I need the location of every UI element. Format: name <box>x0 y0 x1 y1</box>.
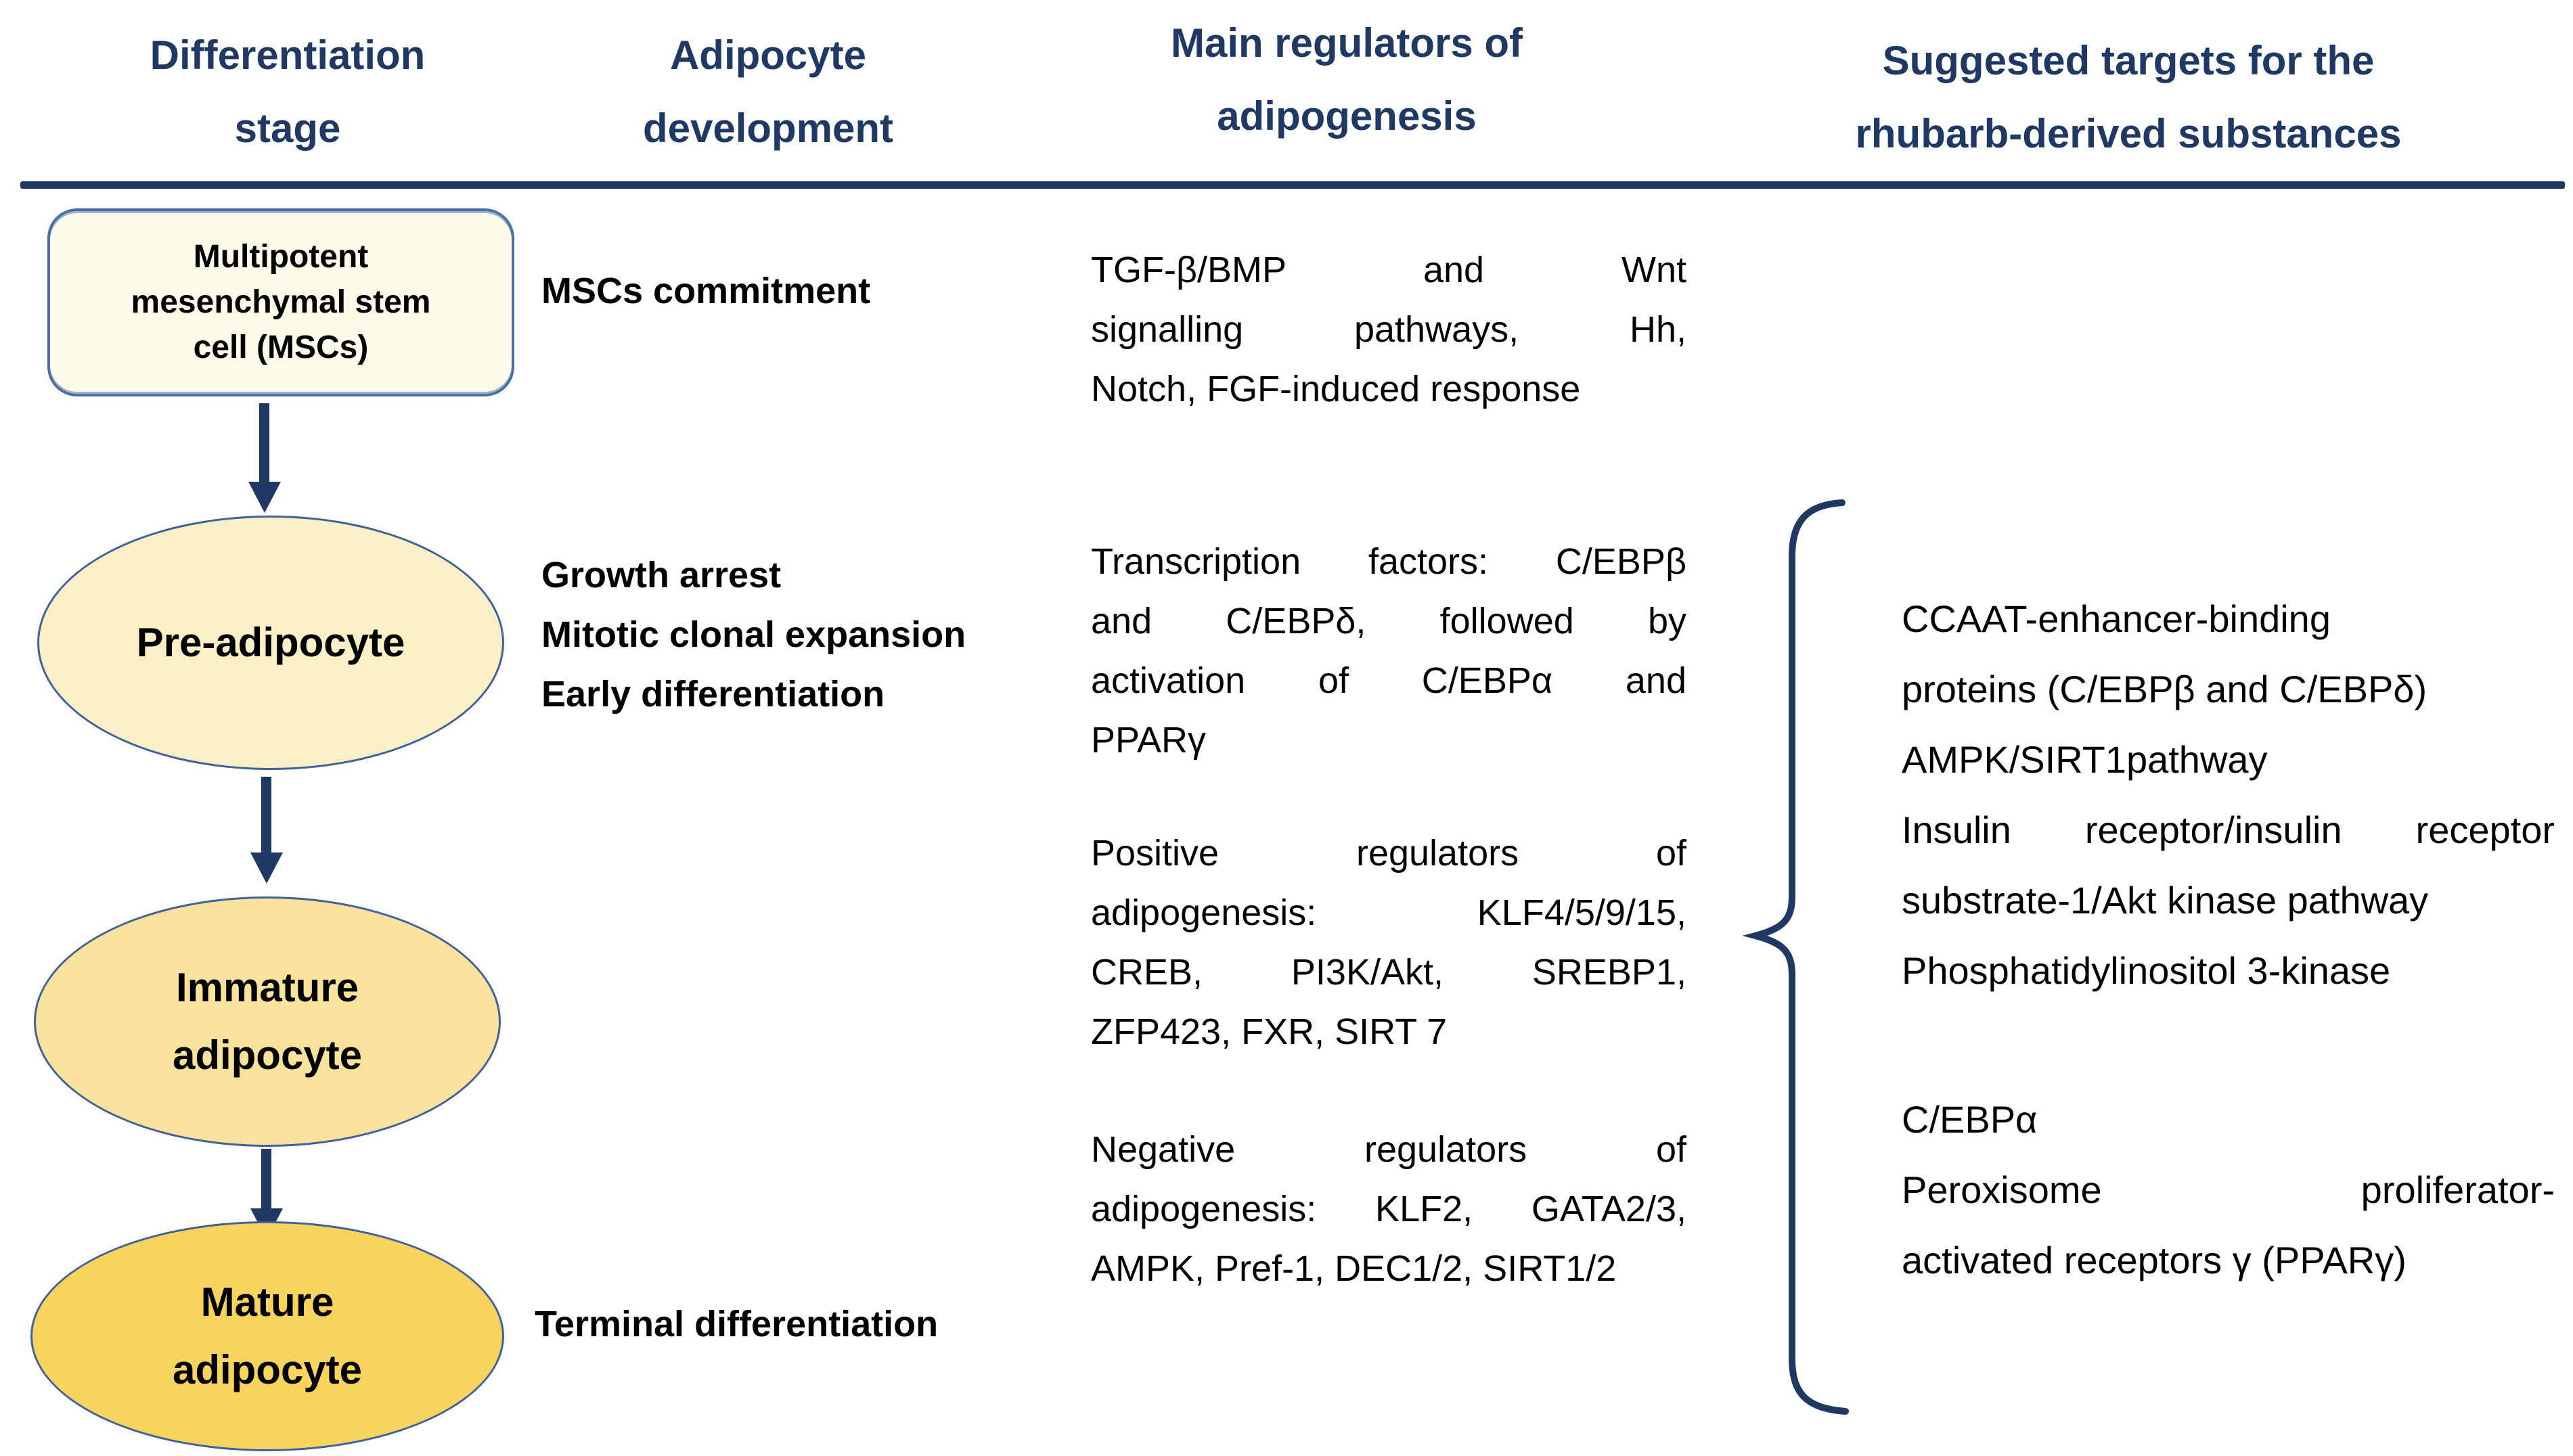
development-preadipocyte-events: Growth arrest Mitotic clonal expansion E… <box>541 545 966 724</box>
header-line: Suggested targets for the <box>1882 38 2375 83</box>
targets-line: Peroxisome proliferator- <box>1902 1168 2555 1211</box>
msc-box-line: cell (MSCs) <box>193 329 369 365</box>
regulators-line: adipogenesis: KLF2, GATA2/3, <box>1091 1189 1686 1229</box>
regulators-line: Notch, FGF-induced response <box>1091 369 1581 409</box>
regulators-line: TGF-β/BMP and Wnt <box>1091 250 1686 290</box>
header-line: development <box>642 106 894 151</box>
regulators-paragraph-msc: TGF-β/BMP and Wnt signalling pathways, H… <box>1091 240 1686 419</box>
targets-line: activated receptors γ (PPARγ) <box>1902 1239 2407 1281</box>
immature-label-line: Immature <box>175 965 359 1010</box>
header-differentiation-stage: Differentiation stage <box>41 19 535 165</box>
regulators-line: adipogenesis: KLF4/5/9/15, <box>1091 892 1686 933</box>
curly-brace-path <box>1742 499 1849 1415</box>
targets-line: Insulin receptor/insulin receptor <box>1902 809 2555 851</box>
down-arrow-icon <box>261 777 271 854</box>
regulators-paragraph-transcription: Transcription factors: C/EBPβ and C/EBPδ… <box>1091 532 1686 770</box>
msc-stage-box: Multipotent mesenchymal stem cell (MSCs) <box>47 208 514 396</box>
header-line: Adipocyte <box>669 32 867 78</box>
targets-group-early: CCAAT-enhancer-binding proteins (C/EBPβ … <box>1902 584 2555 1006</box>
development-line: Early differentiation <box>541 674 885 714</box>
regulators-line: and C/EBPδ, followed by <box>1091 601 1686 641</box>
down-arrow-icon <box>250 852 283 884</box>
mature-label-line: adipocyte <box>172 1347 363 1392</box>
targets-line: Phosphatidylinositol 3-kinase <box>1902 949 2391 992</box>
regulators-line: AMPK, Pref-1, DEC1/2, SIRT1/2 <box>1091 1248 1617 1289</box>
msc-box-line: Multipotent <box>193 239 369 275</box>
development-msc-commitment: MSCs commitment <box>541 271 871 311</box>
regulators-line: PPARγ <box>1091 720 1207 760</box>
down-arrow-icon <box>259 403 269 483</box>
immature-label-line: adipocyte <box>172 1032 363 1078</box>
regulators-line: signalling pathways, Hh, <box>1091 309 1686 350</box>
header-line: Differentiation <box>150 32 426 78</box>
header-main-regulators: Main regulators of adipogenesis <box>1056 7 1638 153</box>
msc-box-line: mesenchymal stem <box>131 284 431 320</box>
development-terminal-differentiation: Terminal differentiation <box>535 1304 939 1344</box>
regulators-paragraph-positive: Positive regulators of adipogenesis: KLF… <box>1091 823 1686 1062</box>
targets-line: C/EBPα <box>1902 1098 2038 1141</box>
header-suggested-targets: Suggested targets for the rhubarb-derive… <box>1787 24 2470 170</box>
regulators-line: ZFP423, FXR, SIRT 7 <box>1091 1011 1448 1052</box>
development-line: Growth arrest <box>541 555 782 595</box>
development-line: Mitotic clonal expansion <box>541 614 966 655</box>
targets-line: substrate-1/Akt kinase pathway <box>1902 879 2429 922</box>
targets-group-late: C/EBPα Peroxisome proliferator- activate… <box>1902 1085 2555 1296</box>
immature-adipocyte-ellipse: Immature adipocyte <box>34 896 501 1147</box>
regulators-paragraph-negative: Negative regulators of adipogenesis: KLF… <box>1091 1120 1686 1298</box>
down-arrow-icon <box>248 482 281 513</box>
regulators-line: CREB, PI3K/Akt, SREBP1, <box>1091 952 1686 993</box>
regulators-line: Transcription factors: C/EBPβ <box>1091 541 1686 582</box>
regulators-line: Negative regulators of <box>1091 1129 1686 1170</box>
targets-line: proteins (C/EBPβ and C/EBPδ) <box>1902 668 2427 710</box>
header-divider-line <box>20 181 2565 189</box>
header-line: stage <box>234 106 341 151</box>
mature-adipocyte-ellipse: Mature adipocyte <box>30 1221 504 1451</box>
header-line: Main regulators of <box>1170 20 1523 66</box>
targets-line: CCAAT-enhancer-binding <box>1902 597 2331 640</box>
header-line: adipogenesis <box>1217 93 1477 139</box>
down-arrow-icon <box>261 1149 271 1210</box>
regulators-line: Positive regulators of <box>1091 833 1686 873</box>
pre-adipocyte-ellipse: Pre-adipocyte <box>37 516 504 770</box>
header-adipocyte-development: Adipocyte development <box>535 19 1002 165</box>
mature-label-line: Mature <box>200 1279 334 1325</box>
header-line: rhubarb-derived substances <box>1855 111 2402 156</box>
targets-line: AMPK/SIRT1pathway <box>1902 738 2268 781</box>
pre-adipocyte-label: Pre-adipocyte <box>136 620 405 665</box>
regulators-line: activation of C/EBPα and <box>1091 660 1686 701</box>
